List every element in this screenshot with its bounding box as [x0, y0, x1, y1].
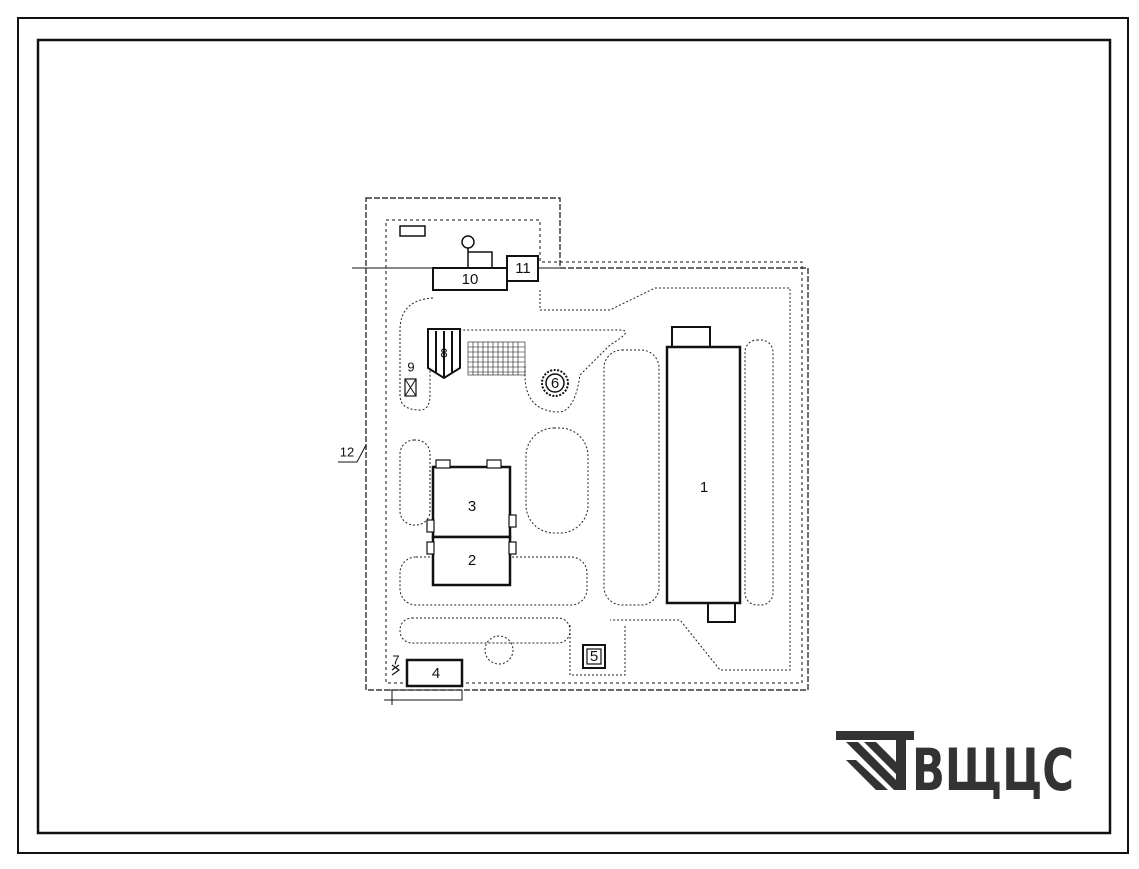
building-3 [431, 465, 512, 539]
leader-line-12 [338, 444, 367, 463]
buildings [384, 225, 742, 705]
logo-text: ВЩЦС [912, 736, 1074, 804]
building-1-annex-top [671, 326, 711, 348]
label-4: 4 [432, 665, 440, 682]
outer-frame [17, 17, 1129, 854]
plan-labels: 1 2 3 4 5 6 7 8 9 10 11 12 [340, 260, 708, 682]
label-3: 3 [468, 498, 476, 515]
label-5: 5 [590, 648, 598, 665]
label-6: 6 [551, 375, 559, 392]
logo-emblem [836, 731, 914, 790]
label-12: 12 [340, 444, 354, 459]
label-8: 8 [440, 345, 447, 360]
building-11 [506, 255, 539, 282]
mesh-area [467, 341, 526, 376]
label-10: 10 [462, 271, 479, 288]
roads-and-lawns [399, 287, 791, 676]
tower-structure [461, 235, 493, 268]
logo: ВЩЦС [836, 731, 1074, 804]
label-9: 9 [407, 359, 414, 374]
structure-small-rect [399, 225, 426, 237]
label-1: 1 [700, 479, 708, 496]
building-2 [431, 535, 512, 587]
label-7: 7 [392, 652, 399, 667]
building-1-annex-bottom [707, 602, 736, 623]
inner-frame [36, 38, 1112, 835]
building-4 [405, 658, 464, 688]
building-5 [582, 644, 606, 669]
label-2: 2 [468, 552, 476, 569]
label-11: 11 [515, 260, 531, 277]
structure-7 [391, 664, 401, 676]
building-1 [665, 345, 742, 605]
